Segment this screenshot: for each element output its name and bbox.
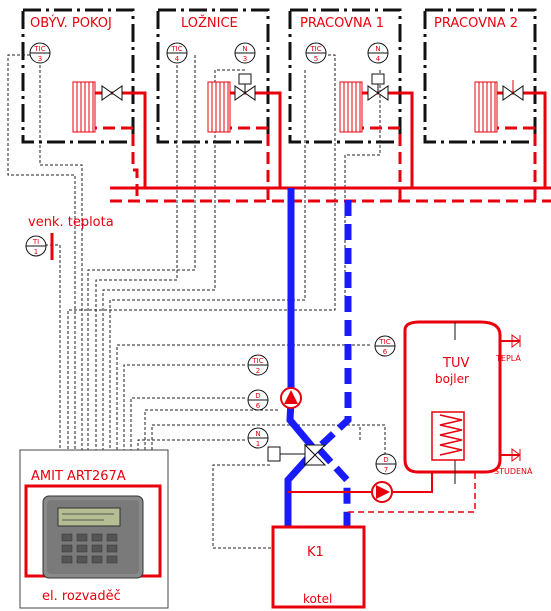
tuv-title: TUV	[442, 356, 469, 371]
svg-text:1: 1	[34, 248, 38, 256]
svg-text:2: 2	[256, 367, 260, 375]
cabinet-label: el. rozvaděč	[42, 589, 121, 604]
pump-tuv	[371, 481, 393, 503]
instrument-n4: N 4	[367, 42, 389, 64]
room-label-pracovna1: PRACOVNA 1	[300, 16, 384, 31]
svg-text:TIC: TIC	[170, 45, 182, 53]
instrument-tic5: TIC 5	[305, 42, 327, 64]
mixing-valve	[267, 443, 327, 467]
tank-hot-label: TEPLÁ	[495, 352, 521, 363]
pump-heating	[280, 387, 302, 409]
room-label-loznice: LOŽNICE	[181, 15, 238, 31]
svg-text:D: D	[383, 456, 388, 464]
tuv-subtitle: bojler	[435, 372, 469, 386]
svg-text:N: N	[255, 430, 260, 438]
svg-text:5: 5	[314, 55, 318, 63]
svg-text:3: 3	[243, 55, 247, 63]
instrument-tic4: TIC 4	[166, 42, 188, 64]
svg-text:4: 4	[376, 55, 381, 63]
tuv-tank: TUV bojler TEPLÁ STUDENÁ	[403, 320, 533, 484]
svg-text:D: D	[255, 392, 260, 400]
room-pracovna2-box	[423, 8, 537, 144]
svg-text:3: 3	[38, 55, 42, 63]
instrument-tic2: TIC 2	[247, 354, 269, 376]
valve-obyv	[101, 85, 123, 101]
svg-text:TI: TI	[32, 238, 39, 246]
instrument-ti1: TI 1	[25, 235, 47, 257]
boiler-title: K1	[307, 545, 324, 560]
radiator-pracovna2	[474, 81, 498, 133]
svg-text:TIC: TIC	[309, 45, 321, 53]
svg-text:TIC: TIC	[251, 357, 263, 365]
svg-text:7: 7	[384, 466, 388, 474]
room-boxes	[21, 8, 537, 144]
instrument-d6: D 6	[247, 389, 269, 411]
svg-text:4: 4	[175, 55, 180, 63]
boiler-subtitle: kotel	[303, 592, 332, 606]
room-label-pracovna2: PRACOVNA 2	[434, 16, 518, 31]
instruments: TIC 3 TIC 4 N 3 TIC 5 N 4	[25, 42, 397, 475]
controller-display	[57, 507, 121, 527]
controller-label: AMIT ART267A	[31, 469, 126, 484]
outdoor-temp-label: venk. teplota	[28, 215, 114, 230]
svg-text:TIC: TIC	[378, 338, 390, 346]
radiator-obyv	[72, 81, 96, 133]
electrical-cabinet: AMIT ART267A el. rozvaděč	[19, 449, 169, 609]
room-label-obyv: OBÝV. POKOJ	[30, 15, 112, 31]
svg-text:TIC: TIC	[33, 45, 45, 53]
radiators	[72, 81, 498, 133]
boiler-k1: K1 kotel	[271, 525, 366, 609]
instrument-tic6: TIC 6	[374, 335, 396, 357]
tank-cold-label: STUDENÁ	[494, 465, 533, 476]
radiator-pracovna1	[339, 81, 363, 133]
instrument-n3: N 3	[234, 42, 256, 64]
svg-text:N: N	[375, 45, 380, 53]
boiler-loop-pipes	[284, 188, 320, 530]
instrument-d7: D 7	[375, 453, 397, 475]
signal-wires	[7, 54, 386, 549]
hot-return-pipes	[85, 126, 551, 203]
room-pracovna1-box	[288, 8, 402, 144]
svg-text:6: 6	[256, 402, 261, 410]
room-loznice-box	[156, 8, 270, 144]
radiator-loznice	[207, 81, 231, 133]
instrument-n1: N 1	[247, 427, 269, 449]
amit-controller	[42, 495, 144, 579]
pumps	[280, 387, 393, 503]
radiator-valves	[101, 73, 524, 101]
svg-text:1: 1	[256, 440, 260, 448]
room-obyv-box	[21, 8, 135, 144]
svg-text:N: N	[242, 45, 247, 53]
instrument-tic3: TIC 3	[29, 42, 51, 64]
boiler-loop-return	[313, 200, 352, 530]
svg-text:6: 6	[383, 348, 388, 356]
